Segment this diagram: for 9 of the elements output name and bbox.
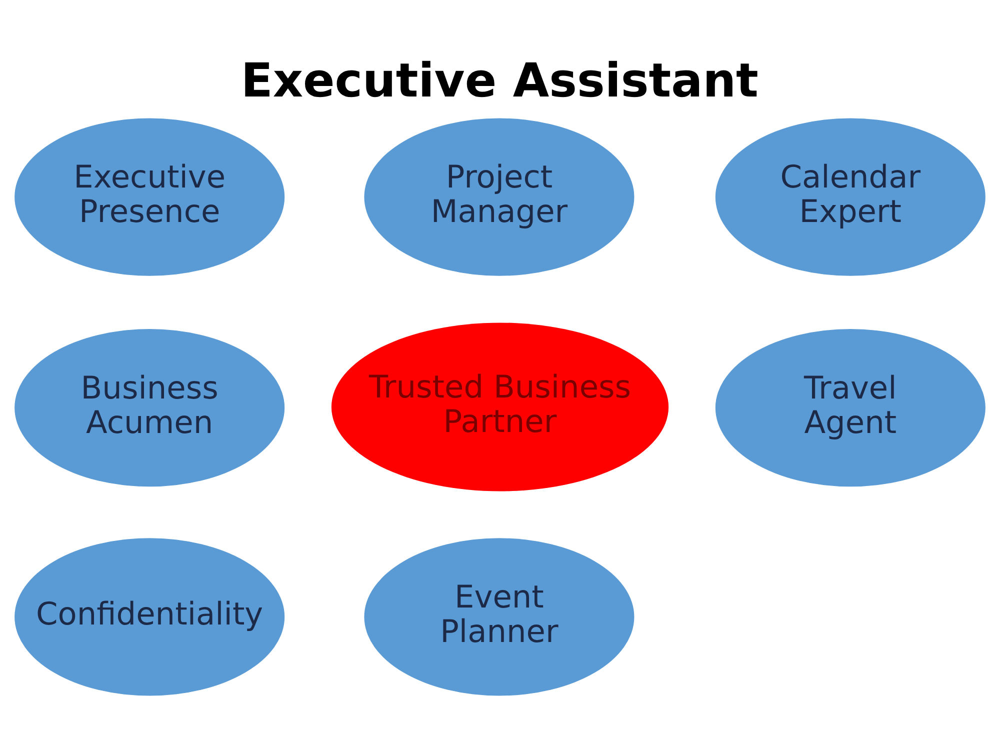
node-ellipse: Trusted Business Partner <box>331 322 669 492</box>
node-ellipse: Travel Agent <box>715 328 986 487</box>
node-ellipse: Calendar Expert <box>715 118 986 276</box>
node-ellipse: Business Acumen <box>14 328 285 487</box>
node-ellipse: Project Manager <box>364 118 634 276</box>
diagram-title: Executive Assistant <box>240 54 758 108</box>
node-ellipse: Executive Presence <box>14 118 285 276</box>
node-ellipse: Event Planner <box>364 538 634 696</box>
node-ellipse: Confidentiality <box>14 538 285 696</box>
